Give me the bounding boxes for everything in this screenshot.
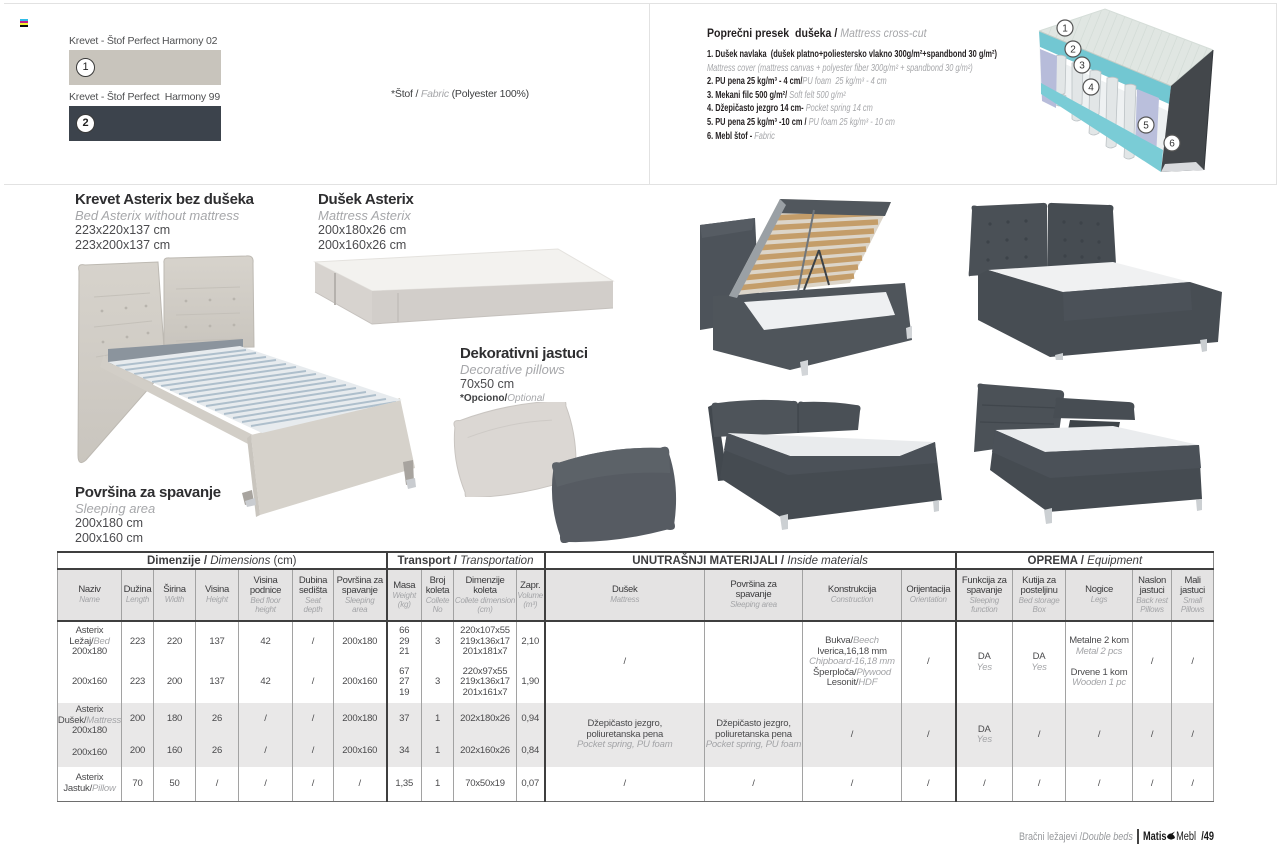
svg-text:2: 2 xyxy=(1070,45,1076,56)
svg-text:6: 6 xyxy=(1169,139,1175,150)
svg-text:5: 5 xyxy=(1143,121,1149,132)
svg-text:4: 4 xyxy=(1088,83,1094,94)
svg-text:3: 3 xyxy=(1079,61,1085,72)
svg-text:1: 1 xyxy=(1062,24,1068,35)
